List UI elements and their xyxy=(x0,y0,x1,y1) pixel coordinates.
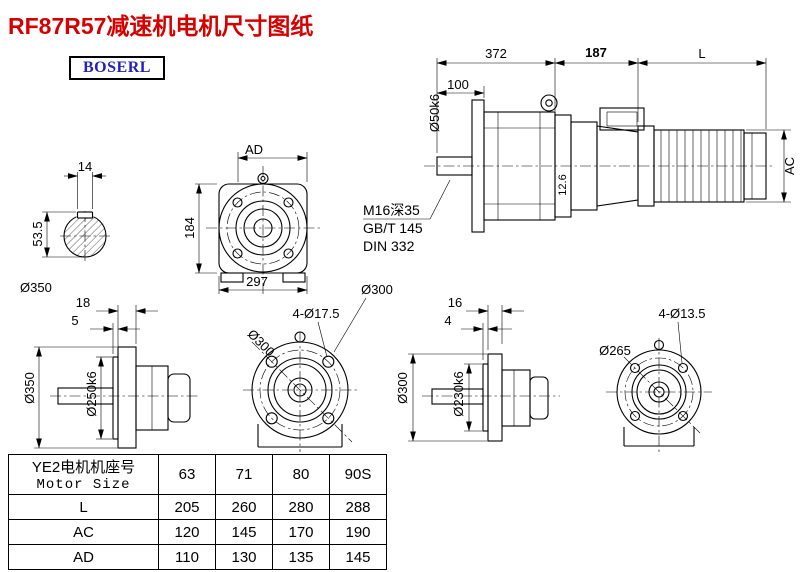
dim-16-label: 16 xyxy=(448,295,462,310)
dim-l-label: L xyxy=(698,46,705,61)
value-cell: 135 xyxy=(272,544,330,570)
table-header-motor-size: YE2电机机座号 Motor Size xyxy=(8,454,159,495)
flange-od-label-large: Ø350 xyxy=(22,372,37,404)
table-header-row: YE2电机机座号 Motor Size 63 71 80 90S xyxy=(8,454,387,495)
dim-4-label: 4 xyxy=(444,313,451,328)
value-cell: 145 xyxy=(329,544,387,570)
eyebolt-icon xyxy=(294,331,306,343)
flange-small xyxy=(487,353,503,442)
value-cell: 280 xyxy=(272,494,330,520)
dim-297-label: 297 xyxy=(246,274,268,289)
terminal-box xyxy=(599,107,645,131)
assembly-side-view: 372 187 L 100 Ø50k6 12.6 AC M16深35 GB/T … xyxy=(363,45,797,254)
value-cell: 260 xyxy=(215,494,273,520)
step-dim-label: 12.6 xyxy=(557,174,569,195)
shaft-section-view: 14 53.5 Ø350 xyxy=(20,159,110,295)
dim-100-label: 100 xyxy=(447,77,469,92)
flange-large xyxy=(117,346,137,449)
motor-size-table: YE2电机机座号 Motor Size 63 71 80 90S L 205 2… xyxy=(8,454,387,570)
dim-184-label: 184 xyxy=(182,217,197,239)
value-cell: 120 xyxy=(158,519,216,545)
shaft-section-circle xyxy=(63,214,107,258)
dim-18-label: 18 xyxy=(76,295,90,310)
page-title: RF87R57减速机电机尺寸图纸 xyxy=(8,13,314,39)
value-cell: 205 xyxy=(158,494,216,520)
spigot-label-large: Ø250k6 xyxy=(84,371,99,417)
brand-text: BOSERL xyxy=(83,59,151,76)
motor-size-63: 63 xyxy=(158,454,216,495)
eyebolt-icon xyxy=(653,339,665,351)
brand-logo: BOSERL xyxy=(69,56,165,80)
flange-face-view-small: Ø265 4-Ø13.5 xyxy=(599,306,712,452)
gearbox-side-view-large: 18 5 Ø350 Ø250k6 xyxy=(22,295,198,449)
motor-size-71: 71 xyxy=(215,454,273,495)
value-cell: 145 xyxy=(215,519,273,545)
thread-note: M16深35 xyxy=(363,202,420,218)
eyebolt-icon xyxy=(540,94,558,112)
flange-face-view-large: Ø300 4-Ø17.5 Ø300 xyxy=(243,282,393,452)
motor-size-80: 80 xyxy=(272,454,330,495)
gearbox-front-view: AD 184 297 xyxy=(182,142,320,296)
table-header-en: Motor Size xyxy=(36,477,131,493)
ac-dim-label: AC xyxy=(782,157,797,175)
bolt-circle-label-large: Ø300 xyxy=(245,326,278,359)
flange-od-label: Ø300 xyxy=(361,282,393,297)
ad-dim-label: AD xyxy=(245,142,263,157)
table-header-cn: YE2电机机座号 xyxy=(31,459,136,476)
value-cell: 190 xyxy=(329,519,387,545)
bolt-holes-label-small: 4-Ø13.5 xyxy=(659,306,706,321)
table-row-ac: AC 120 145 170 190 xyxy=(8,519,387,545)
flange-od-label-small: Ø300 xyxy=(395,372,410,404)
fan-cowl xyxy=(743,132,767,200)
value-cell: 110 xyxy=(158,544,216,570)
value-cell: 130 xyxy=(215,544,273,570)
shaft-diameter-label: Ø50k6 xyxy=(427,94,442,132)
section-flange-label: Ø350 xyxy=(20,280,52,295)
row-label-ac: AC xyxy=(8,519,159,545)
din-standard-note: DIN 332 xyxy=(363,238,415,254)
spigot-label-small: Ø230k6 xyxy=(451,371,466,417)
bolt-circle-label-small: Ø265 xyxy=(599,343,631,358)
key-width-label: 14 xyxy=(78,159,92,174)
dim-372-label: 372 xyxy=(485,46,507,61)
value-cell: 170 xyxy=(272,519,330,545)
bolt-holes-label-large: 4-Ø17.5 xyxy=(293,306,340,321)
table-row-ad: AD 110 130 135 145 xyxy=(8,544,387,570)
row-label-l: L xyxy=(8,494,159,520)
gearbox-side-view-small: 16 4 Ø300 Ø230k6 xyxy=(395,295,560,442)
eyebolt-icon xyxy=(257,172,269,185)
motor-size-90s: 90S xyxy=(329,454,387,495)
gb-standard-note: GB/T 145 xyxy=(363,220,423,236)
value-cell: 288 xyxy=(329,494,387,520)
dim-187-label: 187 xyxy=(585,45,607,60)
dim-5-label: 5 xyxy=(71,313,78,328)
key-height-label: 53.5 xyxy=(30,221,45,246)
table-row-l: L 205 260 280 288 xyxy=(8,494,387,520)
row-label-ad: AD xyxy=(8,544,159,570)
